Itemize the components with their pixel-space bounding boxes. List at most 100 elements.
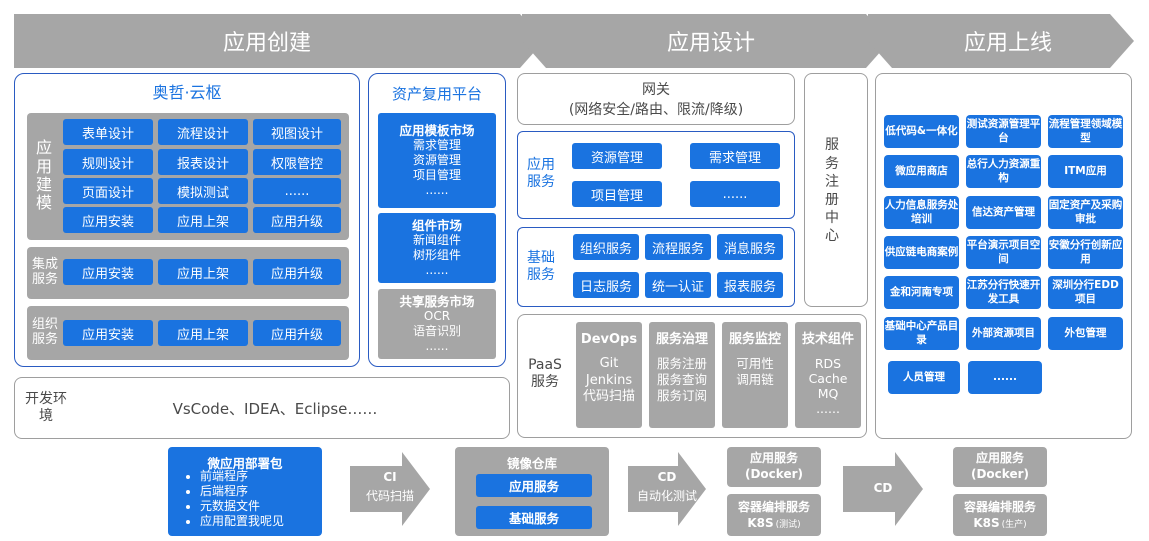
svc-project-mgmt[interactable]: 项目管理 bbox=[572, 181, 662, 207]
paas-tech-header: 技术组件 bbox=[801, 332, 854, 347]
btn-app-publish[interactable]: 应用上架 bbox=[158, 207, 248, 233]
online-app-card[interactable]: ITM应用 bbox=[1048, 155, 1123, 188]
online-app-card[interactable]: 人员管理 bbox=[888, 361, 960, 394]
paas-governance-list: 服务治理 服务注册 服务查询 服务订阅 bbox=[649, 322, 715, 428]
paas-devops-item: Jenkins bbox=[585, 372, 633, 388]
phase-create-label: 应用创建 bbox=[222, 31, 311, 56]
test-k8s-env: (测试) bbox=[775, 519, 801, 530]
svc-message[interactable]: 消息服务 bbox=[717, 234, 783, 260]
svc-process[interactable]: 流程服务 bbox=[645, 234, 711, 260]
component-market-box[interactable]: 组件市场 新闻组件 树形组件 ...... bbox=[378, 213, 496, 283]
online-app-card[interactable]: 外部资源项目 bbox=[966, 317, 1041, 350]
paas-devops-item: 代码扫描 bbox=[582, 388, 635, 404]
integration-publish[interactable]: 应用上架 bbox=[158, 259, 248, 285]
btn-simulation-test[interactable]: 模拟测试 bbox=[158, 178, 248, 204]
integration-upgrade[interactable]: 应用升级 bbox=[253, 259, 341, 285]
gateway-box bbox=[517, 73, 795, 125]
cd-test-title: CD bbox=[657, 470, 677, 484]
btn-report-design[interactable]: 报表设计 bbox=[158, 149, 248, 175]
component-market-header: 组件市场 bbox=[411, 217, 462, 233]
phase-design-label: 应用设计 bbox=[666, 31, 755, 56]
pipeline-arrows bbox=[350, 452, 923, 526]
online-app-card[interactable]: 固定资产及采购审批 bbox=[1048, 196, 1123, 229]
btn-app-upgrade[interactable]: 应用升级 bbox=[253, 207, 341, 233]
svc-app-more[interactable]: ...... bbox=[690, 181, 780, 207]
online-app-card[interactable]: 平台演示项目空间 bbox=[966, 236, 1041, 269]
phase-banner bbox=[14, 14, 1134, 68]
registry-base-service[interactable]: 基础服务 bbox=[476, 506, 592, 529]
paas-tech-item: RDS bbox=[814, 355, 842, 371]
btn-modeling-more[interactable]: ...... bbox=[253, 178, 341, 204]
btn-permission-control[interactable]: 权限管控 bbox=[253, 149, 341, 175]
btn-process-design[interactable]: 流程设计 bbox=[158, 119, 248, 145]
template-market-item: 项目管理 bbox=[412, 168, 461, 183]
template-market-list: 应用模板市场 需求管理 资源管理 项目管理 ...... bbox=[378, 113, 496, 208]
online-app-card[interactable]: 总行人力资源重构 bbox=[966, 155, 1041, 188]
shared-market-box[interactable]: 共享服务市场 OCR 语音识别 ...... bbox=[378, 289, 496, 359]
ci-subtitle: 代码扫描 bbox=[365, 488, 414, 503]
shared-market-item: 语音识别 bbox=[412, 324, 461, 339]
test-app-service[interactable]: 应用服务 (Docker) bbox=[727, 447, 821, 487]
registry-app-service[interactable]: 应用服务 bbox=[476, 474, 592, 497]
online-app-card[interactable]: 测试资源管理平台 bbox=[966, 115, 1041, 148]
paas-tech-components[interactable]: 技术组件 RDS Cache MQ ...... bbox=[795, 322, 861, 428]
online-app-card[interactable]: 低代码&一体化 bbox=[884, 115, 959, 148]
prod-k8s-box[interactable] bbox=[953, 494, 1047, 536]
org-publish[interactable]: 应用上架 bbox=[158, 320, 248, 346]
btn-rule-design[interactable]: 规则设计 bbox=[63, 149, 153, 175]
online-app-card[interactable]: 深圳分行EDD项目 bbox=[1048, 276, 1123, 309]
online-app-card[interactable]: 外包管理 bbox=[1048, 317, 1123, 350]
online-app-card[interactable]: 安徽分行创新应用 bbox=[1048, 236, 1123, 269]
ci-arrow bbox=[350, 452, 430, 526]
paas-monitoring[interactable]: 服务监控 可用性 调用链 bbox=[722, 322, 788, 428]
gateway-title: 网关 bbox=[642, 82, 670, 98]
cd-prod-arrow bbox=[843, 452, 923, 526]
paas-devops[interactable]: DevOps Git Jenkins 代码扫描 bbox=[576, 322, 642, 428]
deploy-package-list: 前端程序 后端程序 元数据文件 应用配置我呢见 bbox=[186, 469, 284, 529]
template-market-box[interactable]: 应用模板市场 需求管理 资源管理 项目管理 ...... bbox=[378, 113, 496, 208]
prod-app-service[interactable]: 应用服务 (Docker) bbox=[953, 447, 1047, 487]
svc-unified-auth[interactable]: 统一认证 bbox=[645, 272, 711, 298]
paas-governance-header: 服务治理 bbox=[655, 332, 708, 347]
online-app-card[interactable]: ...... bbox=[968, 361, 1042, 394]
cd-test-arrow bbox=[628, 452, 706, 526]
dev-env-panel bbox=[14, 377, 510, 439]
online-app-card[interactable]: 江苏分行快速开发工具 bbox=[966, 276, 1041, 309]
prod-k8s-env: (生产) bbox=[1001, 519, 1027, 530]
online-app-card[interactable]: 人力信息服务处培训 bbox=[884, 196, 959, 229]
cd-test-subtitle: 自动化测试 bbox=[636, 488, 697, 503]
online-app-card[interactable]: 金和河南专项 bbox=[884, 276, 959, 309]
integration-install[interactable]: 应用安装 bbox=[63, 259, 153, 285]
phase-arrow-create bbox=[14, 14, 544, 68]
paas-governance-item: 服务查询 bbox=[656, 371, 707, 387]
btn-form-design[interactable]: 表单设计 bbox=[63, 119, 153, 145]
prod-k8s-title: 容器编排服务 bbox=[963, 499, 1036, 514]
online-app-card[interactable]: 微应用商店 bbox=[884, 155, 959, 188]
btn-view-design[interactable]: 视图设计 bbox=[253, 119, 341, 145]
online-app-card[interactable]: 供应链电商案例 bbox=[884, 236, 959, 269]
btn-app-install[interactable]: 应用安装 bbox=[63, 207, 153, 233]
app-services-label: 应用服务 bbox=[527, 157, 555, 190]
paas-devops-list: DevOps Git Jenkins 代码扫描 bbox=[576, 322, 642, 428]
shared-market-header: 共享服务市场 bbox=[399, 293, 475, 309]
deploy-package-box[interactable]: 微应用部署包 前端程序 后端程序 元数据文件 应用配置我呢见 bbox=[168, 447, 322, 536]
svc-demand-mgmt[interactable]: 需求管理 bbox=[690, 143, 780, 169]
svc-log[interactable]: 日志服务 bbox=[573, 272, 639, 298]
btn-page-design[interactable]: 页面设计 bbox=[63, 178, 153, 204]
component-market-item: 新闻组件 bbox=[412, 233, 461, 248]
test-k8s-box[interactable] bbox=[727, 494, 821, 536]
org-upgrade[interactable]: 应用升级 bbox=[253, 320, 341, 346]
deploy-package-item: 元数据文件 bbox=[200, 499, 284, 514]
svc-org[interactable]: 组织服务 bbox=[573, 234, 639, 260]
online-app-card[interactable]: 流程管理领域模型 bbox=[1048, 115, 1123, 148]
paas-governance[interactable]: 服务治理 服务注册 服务查询 服务订阅 bbox=[649, 322, 715, 428]
online-app-card[interactable]: 信达资产管理 bbox=[966, 196, 1041, 229]
modeling-label: 应用建模 bbox=[35, 138, 52, 213]
svc-report[interactable]: 报表服务 bbox=[717, 272, 783, 298]
online-app-card[interactable]: 基础中心产品目录 bbox=[884, 317, 959, 350]
svc-resource-mgmt[interactable]: 资源管理 bbox=[572, 143, 662, 169]
paas-monitoring-item: 可用性 bbox=[736, 356, 774, 372]
deploy-package-item: 后端程序 bbox=[200, 484, 284, 499]
org-install[interactable]: 应用安装 bbox=[63, 320, 153, 346]
component-market-item: 树形组件 bbox=[412, 248, 461, 263]
